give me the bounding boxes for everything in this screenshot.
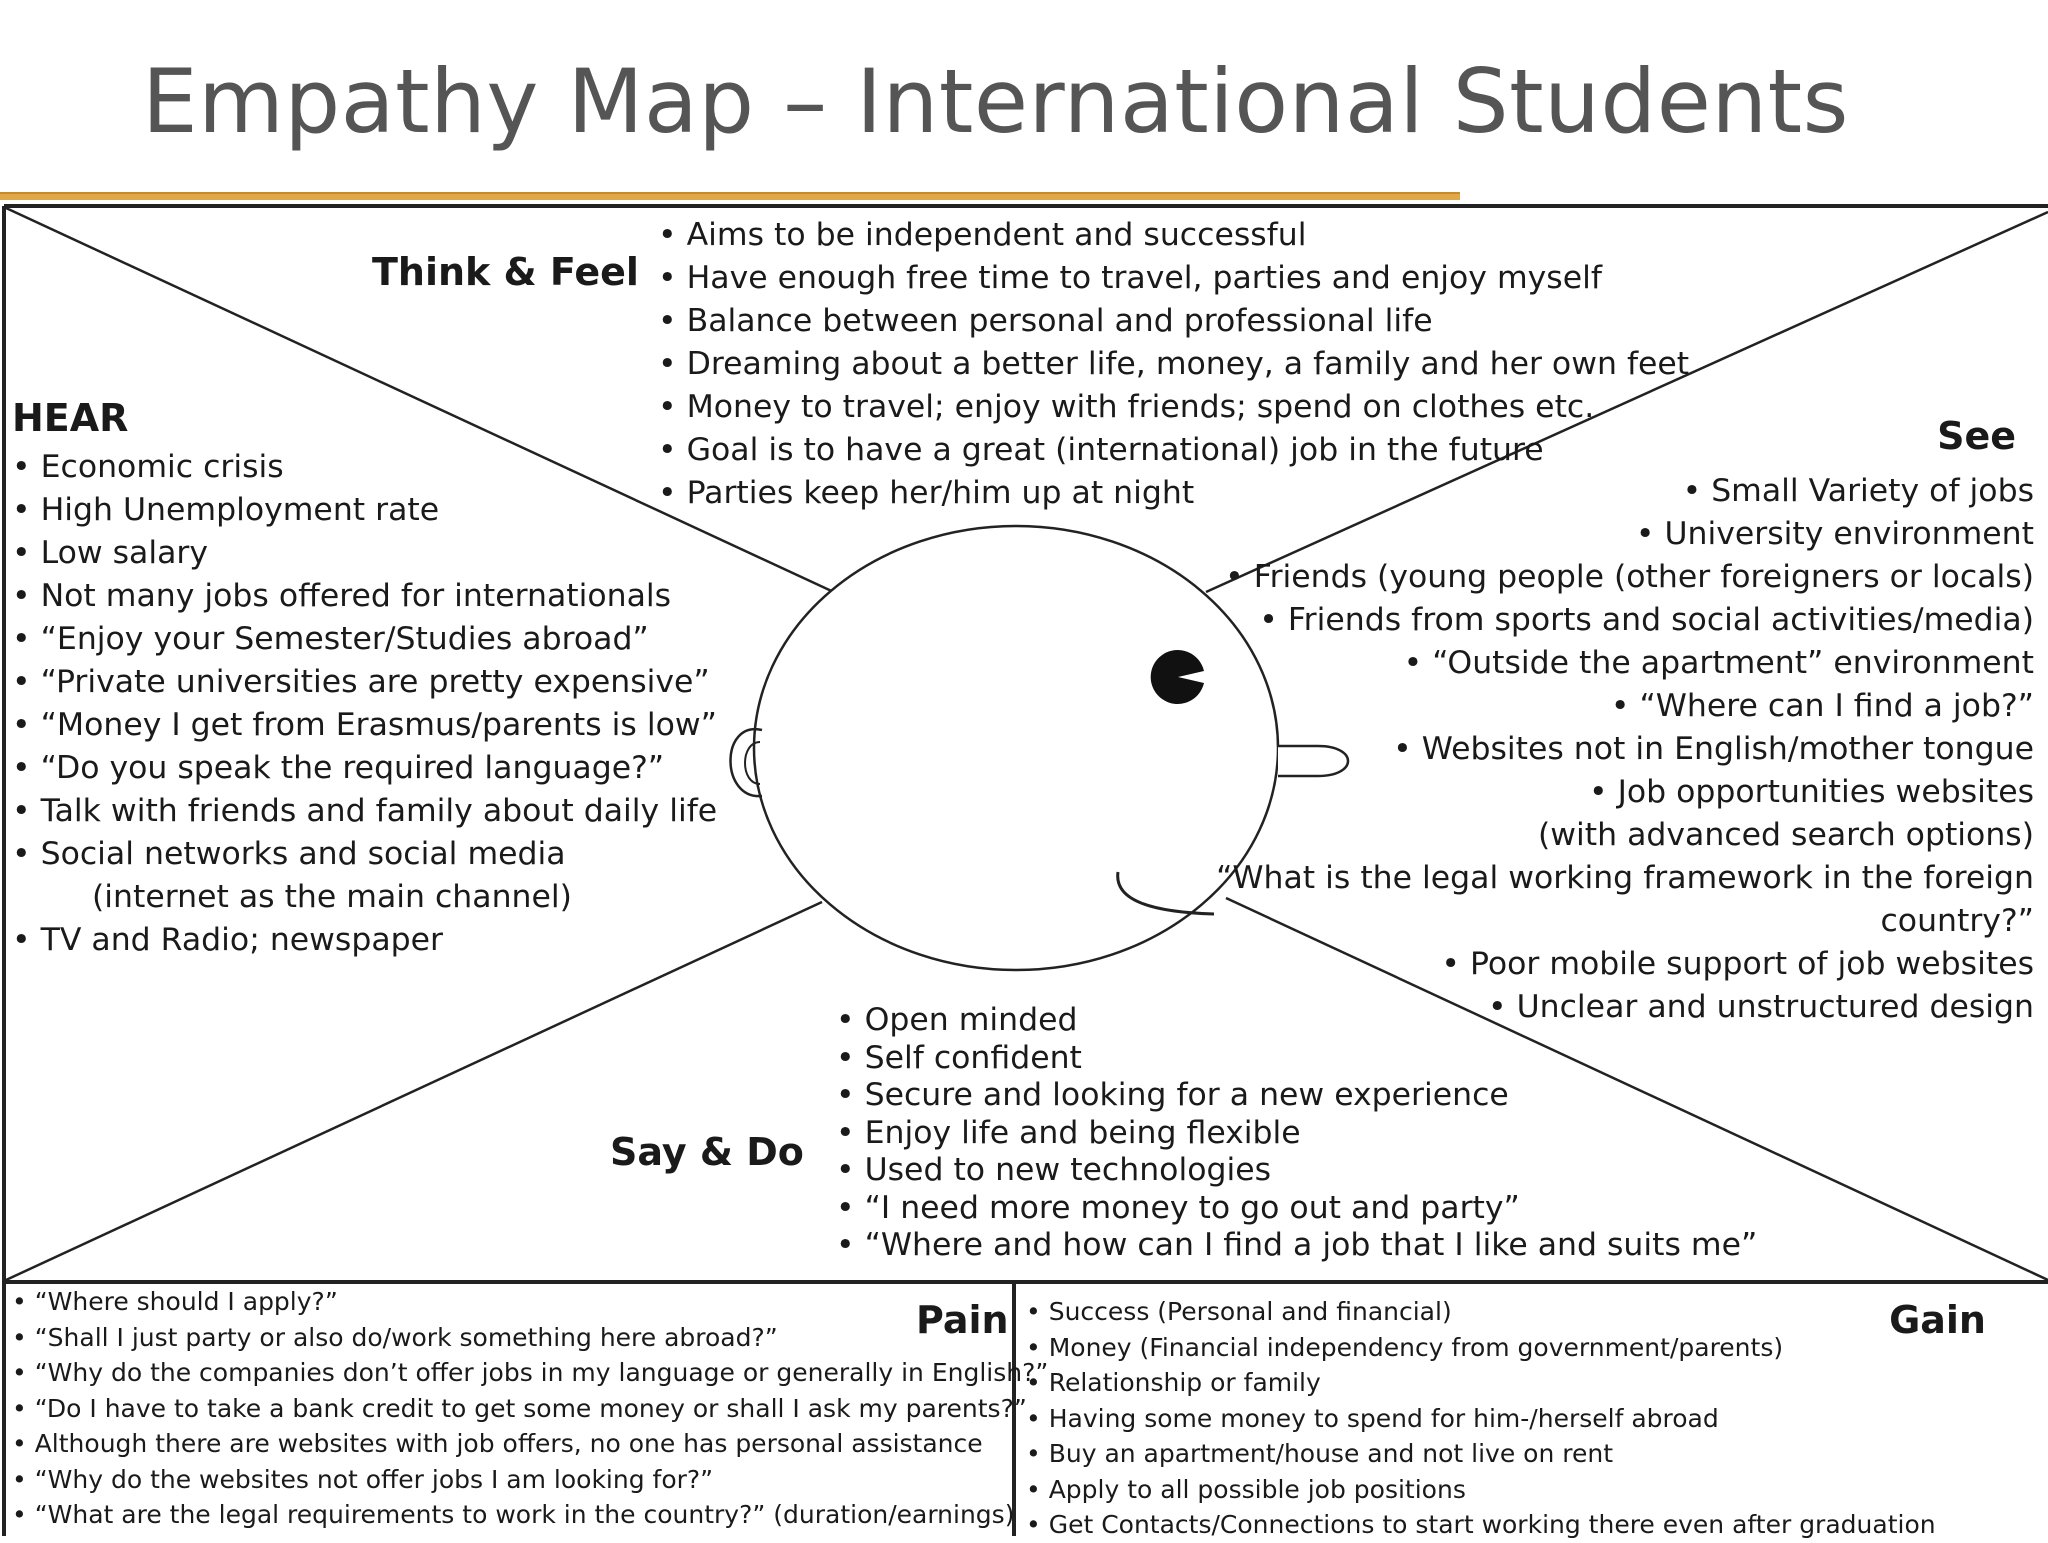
pain-list: “Where should I apply?” “Shall I just pa… (12, 1284, 1049, 1533)
list-item: Secure and looking for a new experience (836, 1077, 1757, 1115)
see-list: Small Variety of jobs University environ… (1216, 470, 2034, 1029)
say-do-list: Open minded Self confident Secure and lo… (836, 1002, 1758, 1265)
list-item: “Private universities are pretty expensi… (12, 661, 717, 704)
diagonal-bottom-left (5, 900, 823, 1282)
list-item: Success (Personal and financial) (1026, 1294, 1936, 1330)
list-item: “Money I get from Erasmus/parents is low… (12, 704, 717, 747)
list-item: Social networks and social media (12, 833, 717, 876)
list-item: Relationship or family (1026, 1365, 1936, 1401)
list-item: Used to new technologies (836, 1152, 1757, 1190)
list-item: Talk with friends and family about daily… (12, 790, 718, 833)
eye-icon (1150, 650, 1204, 704)
title-underline (0, 194, 1460, 200)
list-item: Get Contacts/Connections to start workin… (1026, 1507, 1936, 1543)
list-item: “Do you speak the required language?” (12, 747, 717, 790)
list-item: Friends (young people (other foreigners … (1216, 556, 2034, 599)
list-item: “Where should I apply?” (12, 1284, 1048, 1320)
list-item: Apply to all possible job positions (1026, 1472, 1936, 1508)
mouth-icon (1116, 871, 1215, 916)
list-item: “Do I have to take a bank credit to get … (12, 1391, 1048, 1427)
say-do-heading: Say & Do (610, 1130, 804, 1174)
list-item: Having some money to spend for him-/hers… (1026, 1401, 1936, 1437)
list-item: Dreaming about a better life, money, a f… (658, 343, 1690, 386)
list-item: “Shall I just party or also do/work some… (12, 1320, 1048, 1356)
list-item: “Where can I find a job?” (1216, 685, 2034, 728)
list-item: Balance between personal and professiona… (658, 300, 1689, 343)
list-item: Self confident (836, 1040, 1757, 1078)
hear-heading: HEAR (12, 396, 129, 440)
list-item: “What is the legal working framework in … (1216, 860, 2034, 896)
list-item: TV and Radio; newspaper (12, 919, 717, 962)
list-item: Websites not in English/mother tongue (1216, 728, 2034, 771)
see-heading: See (1937, 414, 2016, 458)
list-item: “Why do the websites not offer jobs I am… (12, 1462, 1048, 1498)
list-item: High Unemployment rate (12, 489, 717, 532)
list-item: “I need more money to go out and party” (836, 1190, 1757, 1228)
page-title: Empathy Map – International Students (142, 50, 1849, 153)
list-item: Enjoy life and being flexible (836, 1115, 1757, 1153)
list-item: Money (Financial independency from gover… (1026, 1330, 1936, 1366)
list-item: Job opportunities websites (1216, 771, 2034, 814)
list-item: (with advanced search options) (1537, 817, 2034, 853)
list-item: Buy an apartment/house and not live on r… (1026, 1436, 1936, 1472)
list-item: Poor mobile support of job websites (1216, 943, 2034, 986)
list-item: Although there are websites with job off… (12, 1426, 1048, 1462)
list-item: Economic crisis (12, 446, 717, 489)
list-item: “Outside the apartment” environment (1216, 642, 2034, 685)
think-feel-list: Aims to be independent and successful Ha… (658, 214, 1690, 515)
think-feel-heading: Think & Feel (372, 250, 639, 294)
hear-list: Economic crisis High Unemployment rate L… (12, 446, 718, 962)
list-item: University environment (1216, 513, 2034, 556)
list-item: Aims to be independent and successful (658, 214, 1689, 257)
list-item: Friends from sports and social activitie… (1216, 599, 2034, 642)
list-item: country?” (1880, 903, 2034, 939)
list-item: Parties keep her/him up at night (658, 472, 1689, 515)
list-item: “What are the legal requirements to work… (12, 1497, 1048, 1533)
ear-icon (729, 727, 763, 798)
list-item: “Why do the companies don’t offer jobs i… (12, 1355, 1049, 1391)
list-item: Small Variety of jobs (1216, 470, 2034, 513)
list-item: Not many jobs offered for internationals (12, 575, 717, 618)
list-item: Low salary (12, 532, 717, 575)
ear-inner-icon (744, 741, 761, 785)
list-item: Have enough free time to travel, parties… (658, 257, 1689, 300)
list-item: Money to travel; enjoy with friends; spe… (658, 386, 1689, 429)
list-item: Goal is to have a great (international) … (658, 429, 1689, 472)
head-circle (752, 524, 1280, 972)
list-item: (internet as the main channel) (92, 879, 572, 915)
list-item: “Where and how can I find a job that I l… (836, 1227, 1758, 1265)
title-underline-shadow (0, 192, 1460, 194)
list-item: “Enjoy your Semester/Studies abroad” (12, 618, 717, 661)
gain-list: Success (Personal and financial) Money (… (1026, 1294, 1936, 1543)
list-item: Open minded (836, 1002, 1757, 1040)
